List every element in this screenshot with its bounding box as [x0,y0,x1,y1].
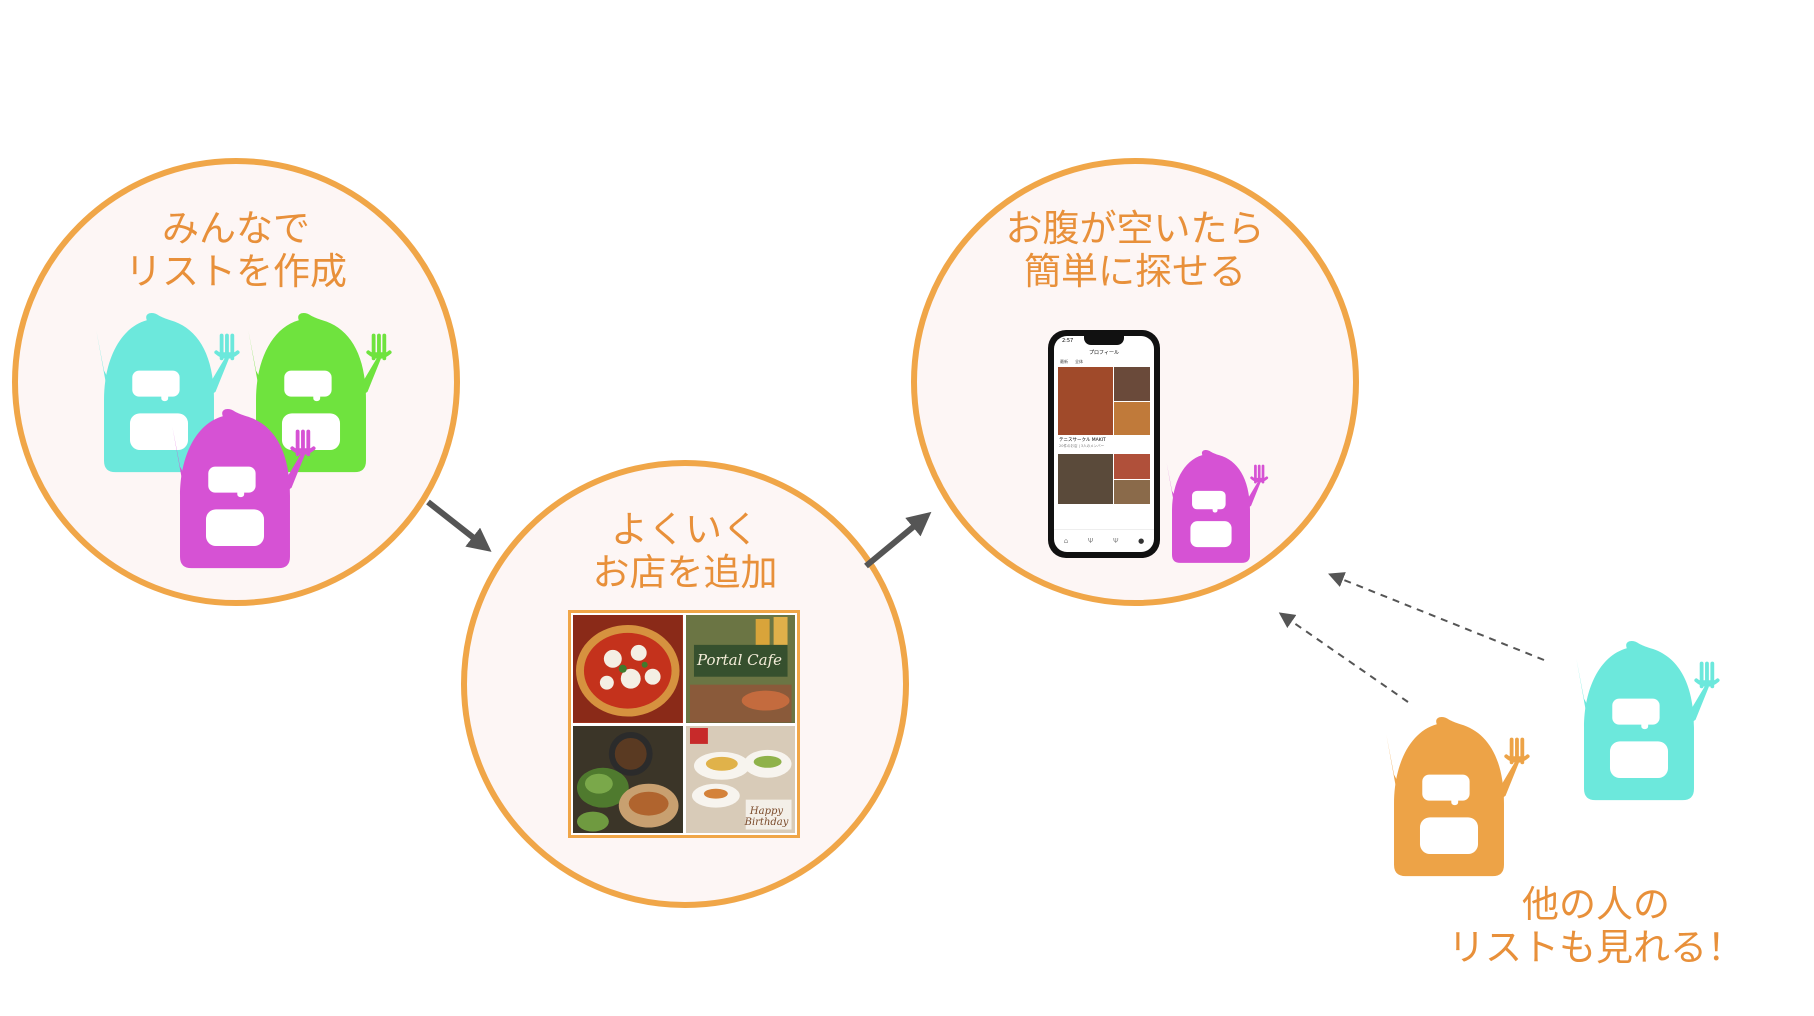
others-caption-line1: 他の人の [1522,883,1670,926]
step1-caption: みんなで リストを作成 [36,207,436,293]
salad-photo [573,725,683,833]
phone-notch [1084,336,1124,345]
step3-caption: お腹が空いたら 簡単に探せる [935,207,1335,293]
phone-tab-latest[interactable]: 最新 [1060,359,1068,364]
step2-caption-line2: お店を追加 [592,551,778,594]
dashed-arrow-upper [1328,572,1545,661]
phone-screen: 2:57 プロフィール 最新 全体 テニスサークル MAKIT 20件のお店 |… [1054,336,1154,552]
step1-caption-line2: リストを作成 [125,250,347,293]
phone-bottom-nav: ⌂ Ψ Ψ ● [1054,529,1154,552]
step2-caption: よくいく お店を追加 [485,508,885,594]
cafe-photo: Portal Cafe [685,615,795,723]
phone-status-time: 2:57 [1062,338,1074,344]
profile-icon[interactable]: ● [1138,537,1145,545]
arrow-step2-to-step3 [864,511,932,569]
fork-icon[interactable]: Ψ [1112,537,1119,545]
others-caption: 他の人の リストも見れる！ [1396,883,1796,969]
step3-caption-line2: 簡単に探せる [1024,250,1246,293]
dashed-arrow-lower [1278,612,1409,703]
cafe-sign-text: Portal Cafe [696,651,783,669]
step3-caption-line1: お腹が空いたら [1005,207,1265,250]
phone-photo-grid-bottom [1058,454,1150,504]
home-icon[interactable]: ⌂ [1063,537,1069,545]
step2-caption-line1: よくいく [611,508,759,551]
step1-caption-line1: みんなで [162,207,310,250]
dessert-photo: Happy Birthday [685,725,795,833]
phone-tabs: 最新 全体 [1060,359,1083,365]
phone-photo-grid-top [1058,367,1150,435]
others-caption-line2: リストも見れる！ [1448,926,1744,969]
restaurant-photo-collage: Portal Cafe Happy Birthday [568,610,800,838]
phone-list-title[interactable]: テニスサークル MAKIT [1059,438,1106,443]
phone-list-subtitle: 20件のお店 | 3人のメンバー [1059,444,1105,448]
pizza-photo [573,615,683,723]
fork-icon[interactable]: Ψ [1087,537,1094,545]
arrow-step1-to-step2 [426,499,492,552]
phone-tab-all[interactable]: 全体 [1075,359,1083,364]
birthday-card-text: Happy Birthday [744,805,789,828]
phone-header-title: プロフィール [1089,350,1119,356]
smartphone: 2:57 プロフィール 最新 全体 テニスサークル MAKIT 20件のお店 |… [1048,330,1160,558]
